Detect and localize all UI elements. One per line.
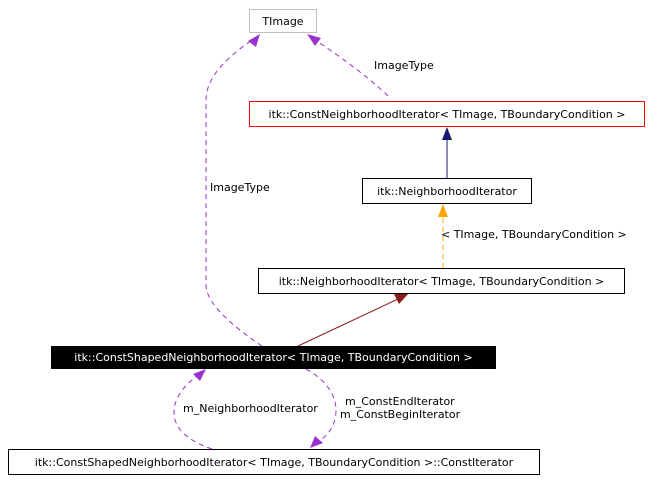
label-image-type-left: ImageType <box>210 181 270 194</box>
edge-template-instance-arrow <box>438 204 448 217</box>
edge-inherit-neighborhood-template-line <box>297 298 399 347</box>
label-m-neighborhood-iterator: m_NeighborhoodIterator <box>183 402 318 415</box>
edge-m-const-iterators <box>305 368 337 448</box>
edge-image-type-left-line <box>205 37 263 347</box>
edge-m-const-iterators-arrow <box>310 436 323 448</box>
edge-inherit-neighborhood-template-arrow <box>394 293 409 304</box>
edge-inherit-neighborhood-template <box>297 293 409 347</box>
node-neighborhood-iterator[interactable]: itk::NeighborhoodIterator <box>362 178 532 204</box>
edge-template-instance <box>438 204 448 268</box>
node-const-shaped-neighborhood-iterator[interactable]: itk::ConstShapedNeighborhoodIterator< TI… <box>51 346 496 369</box>
label-image-type-top: ImageType <box>374 59 434 72</box>
edge-image-type-top-arrow <box>307 34 321 46</box>
edge-image-type-left-arrow <box>248 34 260 47</box>
node-timage[interactable]: TImage <box>249 9 317 33</box>
label-m-const-begin-iterator: m_ConstBeginIterator <box>340 408 461 421</box>
edge-image-type-top <box>307 34 389 97</box>
label-template-args: < TImage, TBoundaryCondition > <box>441 228 627 241</box>
edge-image-type-left <box>205 34 263 347</box>
edge-m-neighborhood-iterator-arrow <box>193 369 206 381</box>
node-const-iterator[interactable]: itk::ConstShapedNeighborhoodIterator< TI… <box>8 449 540 475</box>
edge-m-neighborhood-iterator <box>173 369 213 450</box>
label-m-const-end-iterator: m_ConstEndIterator <box>345 395 455 408</box>
node-const-neighborhood-iterator[interactable]: itk::ConstNeighborhoodIterator< TImage, … <box>249 101 645 127</box>
edge-m-neighborhood-iterator-line <box>173 373 213 450</box>
edge-inherit-const-neighborhood <box>442 127 452 178</box>
edge-inherit-const-neighborhood-arrow <box>442 127 452 140</box>
edge-m-const-iterators-line <box>305 368 337 444</box>
edge-image-type-top-line <box>311 37 389 97</box>
node-neighborhood-iterator-template[interactable]: itk::NeighborhoodIterator< TImage, TBoun… <box>258 268 625 294</box>
